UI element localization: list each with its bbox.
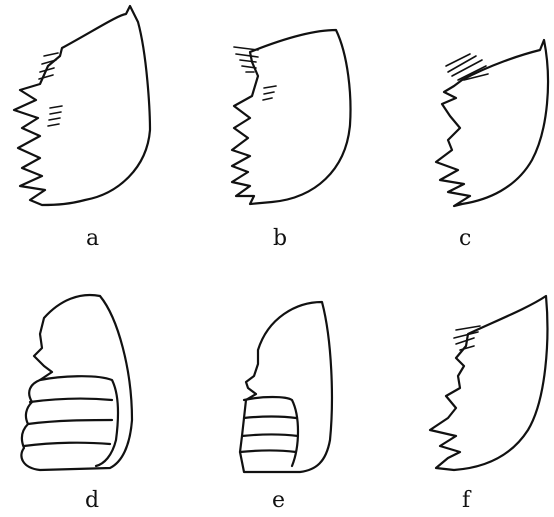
panel-f-drawing	[430, 296, 547, 470]
panel-f-label: f	[462, 490, 470, 512]
panel-e-outline	[240, 302, 332, 472]
panel-b-hatching	[234, 47, 276, 100]
panel-b-drawing	[232, 30, 350, 204]
panel-b-label: b	[273, 228, 287, 250]
panel-c-label: c	[459, 228, 471, 250]
panel-d-fingers	[24, 376, 118, 466]
panel-a-outline	[14, 6, 150, 205]
panel-c-drawing	[436, 40, 548, 206]
panel-e-drawing	[240, 302, 332, 472]
panel-d-label: d	[85, 490, 99, 512]
panel-a-drawing	[14, 6, 150, 205]
panel-c-hatching	[446, 54, 488, 80]
panel-e-fingers	[240, 397, 298, 466]
panel-a-label: a	[86, 228, 99, 250]
panel-f-outline	[430, 296, 547, 470]
panel-d-drawing	[21, 295, 132, 470]
panel-e-label: e	[272, 490, 285, 512]
panel-c-outline	[436, 40, 548, 206]
